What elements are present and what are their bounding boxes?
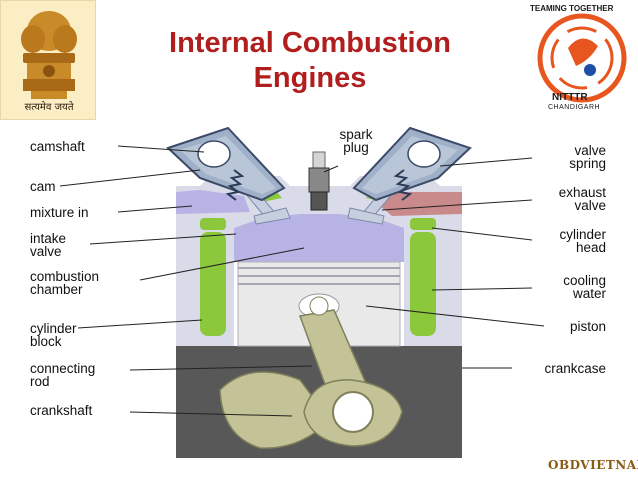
spark-plug-thread <box>310 191 328 211</box>
left-valve-spring <box>225 169 245 201</box>
label-piston: piston <box>569 319 606 334</box>
label-spark-plug: spark plug <box>339 127 373 155</box>
watermark: OBDVIETNAM <box>548 458 638 472</box>
label-crankshaft: crankshaft <box>30 403 93 418</box>
exhaust-valve-head <box>347 207 385 225</box>
emblem-caption: सत्यमेव जयते <box>24 102 74 113</box>
label-intake-valve: intake valve <box>30 231 67 259</box>
title-line-2: Engines <box>253 62 367 94</box>
cooling-water-head-left <box>200 218 226 230</box>
label-cooling-water: cooling water <box>563 273 606 301</box>
right-cam <box>407 140 441 168</box>
logo-city: CHANDIGARH <box>548 104 601 111</box>
left-cam <box>197 140 231 168</box>
national-emblem: सत्यमेव जयते <box>0 0 96 120</box>
label-exhaust-valve: exhaust valve <box>558 185 606 213</box>
page-title: Internal Combustion Engines <box>110 26 510 96</box>
crankshaft-shape <box>219 371 331 449</box>
intake-valve-head <box>253 207 291 225</box>
label-cam: cam <box>30 179 56 194</box>
label-camshaft: camshaft <box>30 139 85 154</box>
cooling-water-right <box>410 232 436 336</box>
spark-plug-top <box>312 151 326 169</box>
title-line-1: Internal Combustion <box>169 27 451 59</box>
nitttr-logo-icon <box>537 13 627 103</box>
right-valve-spring <box>393 169 413 201</box>
label-crankcase: crankcase <box>544 361 606 376</box>
nitttr-logo <box>520 0 638 120</box>
exhaust-port-shape <box>378 192 462 216</box>
piston-pin-end <box>309 296 329 316</box>
label-cylinder-head: cylinder head <box>559 227 606 255</box>
combustion-chamber-shape <box>234 214 404 262</box>
label-valve-spring: valve spring <box>569 143 606 171</box>
cooling-water-head-right <box>410 218 436 230</box>
logo-motto: TEAMING TOGETHER <box>530 4 614 13</box>
logo-name: NITTTR <box>552 92 588 103</box>
label-mixture-in: mixture in <box>30 205 89 220</box>
leader-lines <box>59 145 545 417</box>
cooling-water-left <box>200 232 226 336</box>
label-connecting-rod: connecting rod <box>30 361 96 389</box>
lion-capital-icon <box>21 11 77 99</box>
crank-journal <box>332 391 374 433</box>
label-cylinder-block: cylinder block <box>30 321 77 349</box>
label-combustion-chamber: combustion chamber <box>30 269 100 297</box>
